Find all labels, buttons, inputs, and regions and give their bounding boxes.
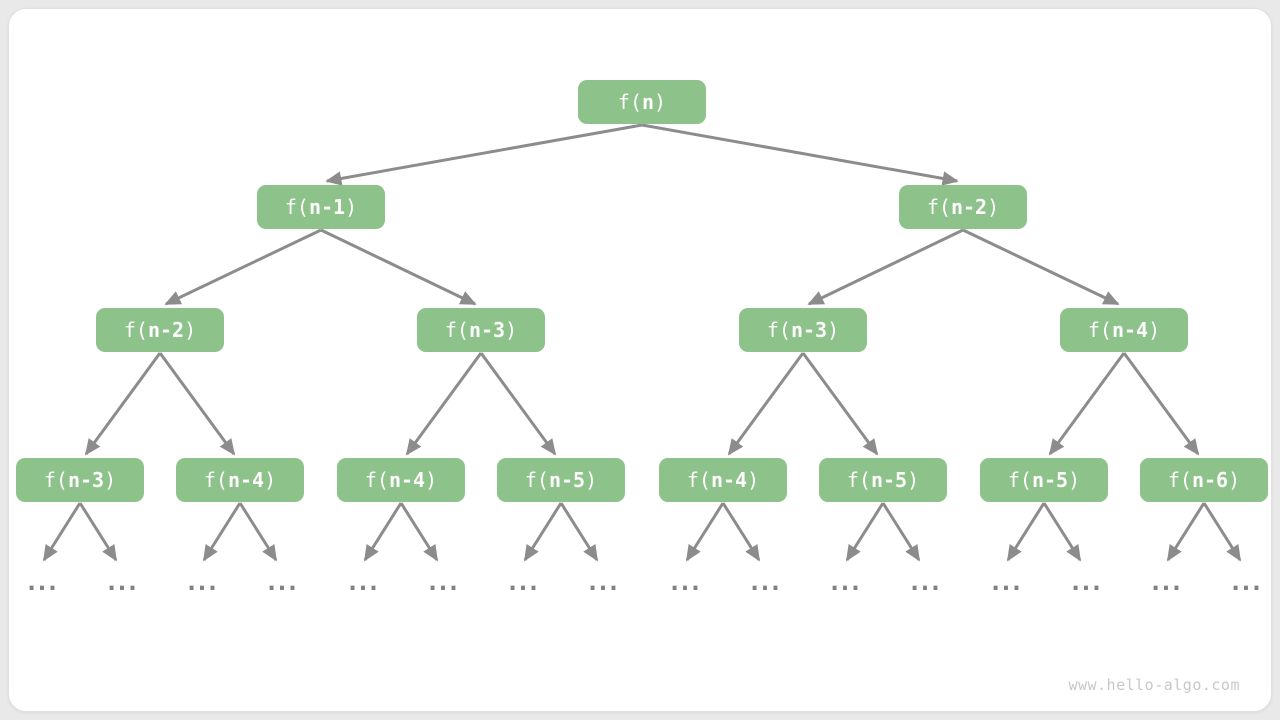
- node-label-prefix: f(: [43, 468, 68, 492]
- node-l4-g-f-n-5: f(n-5): [980, 458, 1108, 502]
- node-label-arg: n-3: [67, 468, 105, 492]
- node-label-suffix: ): [987, 195, 1000, 219]
- ellipsis: ...: [747, 568, 782, 596]
- node-label-suffix: ): [1068, 468, 1081, 492]
- node-l4-h-f-n-6: f(n-6): [1140, 458, 1268, 502]
- node-l4-d-f-n-5: f(n-5): [497, 458, 625, 502]
- node-label-suffix: ): [505, 318, 518, 342]
- node-label-suffix: ): [184, 318, 197, 342]
- node-label-arg: n-1: [308, 195, 346, 219]
- node-label-arg: n-6: [1191, 468, 1229, 492]
- ellipsis: ...: [988, 568, 1023, 596]
- node-label-prefix: f(: [846, 468, 871, 492]
- ellipsis: ...: [1148, 568, 1183, 596]
- ellipsis: ...: [907, 568, 942, 596]
- node-label-prefix: f(: [123, 318, 148, 342]
- node-label-suffix: ): [264, 468, 277, 492]
- node-label-suffix: ): [827, 318, 840, 342]
- node-l4-a-f-n-3: f(n-3): [16, 458, 144, 502]
- ellipsis: ...: [1228, 568, 1263, 596]
- node-label-arg: n-2: [950, 195, 988, 219]
- node-label-prefix: f(: [524, 468, 549, 492]
- node-label-suffix: ): [1228, 468, 1241, 492]
- node-l4-f-f-n-5: f(n-5): [819, 458, 947, 502]
- node-l4-e-f-n-4: f(n-4): [659, 458, 787, 502]
- node-label-prefix: f(: [766, 318, 791, 342]
- node-label-prefix: f(: [364, 468, 389, 492]
- ellipsis: ...: [184, 568, 219, 596]
- node-label-arg: n-3: [468, 318, 506, 342]
- ellipsis: ...: [24, 568, 59, 596]
- node-l3-a-f-n-2: f(n-2): [96, 308, 224, 352]
- node-label-suffix: ): [654, 90, 667, 114]
- node-label-arg: n: [642, 90, 655, 114]
- node-label-prefix: f(: [1167, 468, 1192, 492]
- node-label-suffix: ): [425, 468, 438, 492]
- node-label-prefix: f(: [444, 318, 469, 342]
- node-label-arg: n-4: [710, 468, 748, 492]
- node-label-arg: n-4: [388, 468, 426, 492]
- node-label-arg: n-5: [548, 468, 586, 492]
- node-label-prefix: f(: [1087, 318, 1112, 342]
- node-label-prefix: f(: [1007, 468, 1032, 492]
- node-label-suffix: ): [104, 468, 117, 492]
- ellipsis: ...: [1068, 568, 1103, 596]
- node-label-suffix: ): [907, 468, 920, 492]
- node-l2-f-n-2: f(n-2): [899, 185, 1027, 229]
- node-label-arg: n-4: [1111, 318, 1149, 342]
- node-f-n: f(n): [578, 80, 706, 124]
- node-label-prefix: f(: [284, 195, 309, 219]
- ellipsis: ...: [104, 568, 139, 596]
- watermark-text: www.hello-algo.com: [1068, 676, 1240, 694]
- node-l4-c-f-n-4: f(n-4): [337, 458, 465, 502]
- node-l3-b-f-n-3: f(n-3): [417, 308, 545, 352]
- node-label-prefix: f(: [617, 90, 642, 114]
- ellipsis: ...: [345, 568, 380, 596]
- node-label-suffix: ): [747, 468, 760, 492]
- ellipsis: ...: [667, 568, 702, 596]
- node-label-suffix: ): [585, 468, 598, 492]
- ellipsis: ...: [827, 568, 862, 596]
- node-label-arg: n-2: [147, 318, 185, 342]
- node-label-suffix: ): [1148, 318, 1161, 342]
- ellipsis: ...: [425, 568, 460, 596]
- node-l4-b-f-n-4: f(n-4): [176, 458, 304, 502]
- node-l3-d-f-n-4: f(n-4): [1060, 308, 1188, 352]
- node-label-suffix: ): [345, 195, 358, 219]
- node-label-arg: n-5: [870, 468, 908, 492]
- ellipsis: ...: [585, 568, 620, 596]
- ellipsis: ...: [264, 568, 299, 596]
- node-label-prefix: f(: [926, 195, 951, 219]
- ellipsis: ...: [505, 568, 540, 596]
- node-label-prefix: f(: [686, 468, 711, 492]
- node-label-arg: n-5: [1031, 468, 1069, 492]
- node-label-arg: n-4: [227, 468, 265, 492]
- node-l3-c-f-n-3: f(n-3): [739, 308, 867, 352]
- node-l2-f-n-1: f(n-1): [257, 185, 385, 229]
- node-label-prefix: f(: [203, 468, 228, 492]
- node-label-arg: n-3: [790, 318, 828, 342]
